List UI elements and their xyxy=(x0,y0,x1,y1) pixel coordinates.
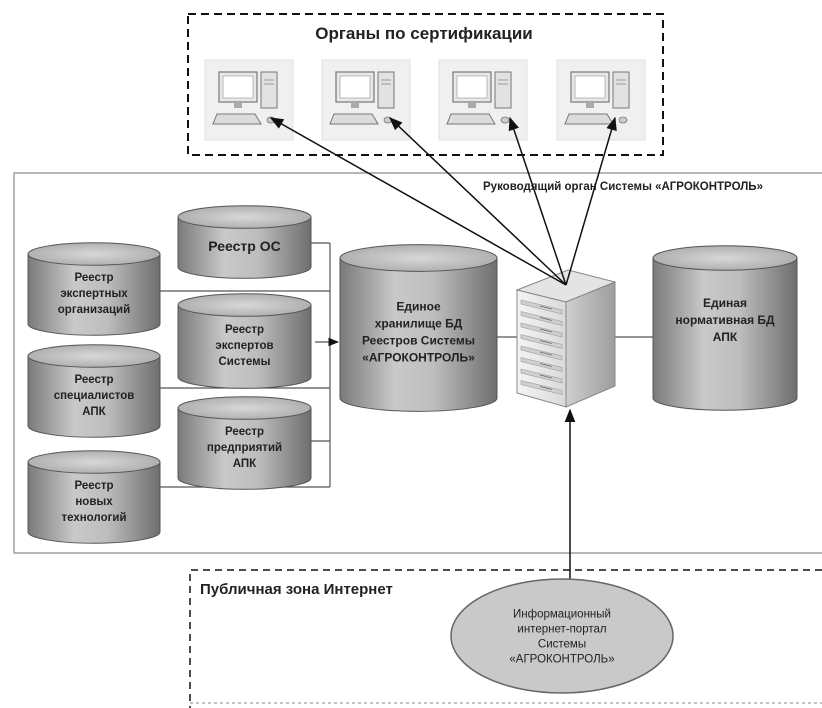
server-icon xyxy=(515,269,617,408)
public-zone-title: Публичная зона Интернет xyxy=(200,581,393,598)
registry-new-tech-line: Реестр xyxy=(74,480,113,492)
certification-zone: Органы по сертификации xyxy=(187,13,664,156)
registry-expert-orgs-line: Реестр xyxy=(74,272,113,284)
central-db-line: хранилище БД xyxy=(375,317,463,331)
normative-db: Единая нормативная БД АПК xyxy=(652,245,798,411)
registry-specialists-line: специалистов xyxy=(54,390,135,402)
registry-enterprises-line: Реестр xyxy=(225,426,264,438)
registry-enterprises-line: АПК xyxy=(233,458,257,470)
registry-enterprises-line: предприятий xyxy=(207,442,282,454)
registry-os-line: Реестр ОС xyxy=(208,238,280,254)
registry-new-tech-line: технологий xyxy=(61,512,126,524)
normative-db-line: нормативная БД xyxy=(675,313,775,327)
certification-title: Органы по сертификации xyxy=(315,24,533,43)
central-db: Единое хранилище БД Реестров Системы «АГРОК… xyxy=(339,244,498,412)
registry-experts-line: Системы xyxy=(219,356,271,368)
computer-icon xyxy=(204,59,294,141)
management-title: Руководящий орган Системы «АГРОКОНТРОЛЬ» xyxy=(483,181,763,193)
registry-expert-orgs: Реестр экспертных организаций xyxy=(27,242,161,336)
portal-label-line: Системы xyxy=(538,639,586,651)
registry-new-tech: Реестр новых технологий xyxy=(27,450,161,544)
registry-expert-orgs-line: организаций xyxy=(58,304,130,316)
registry-specialists-line: АПК xyxy=(82,406,106,418)
computer-icon xyxy=(321,59,411,141)
portal-label-line: «АГРОКОНТРОЛЬ» xyxy=(509,654,614,666)
portal-label-line: интернет-портал xyxy=(517,624,606,636)
central-db-line: Реестров Системы xyxy=(362,334,475,348)
registry-new-tech-line: новых xyxy=(75,496,113,508)
registry-experts-line: экспертов xyxy=(215,340,273,352)
computers-group xyxy=(204,59,646,141)
registry-experts-line: Реестр xyxy=(225,324,264,336)
registry-os: Реестр ОС xyxy=(177,205,312,279)
central-db-line: «АГРОКОНТРОЛЬ» xyxy=(362,351,475,365)
public-zone: Публичная зона Интернет xyxy=(189,569,822,708)
central-db-line: Единое xyxy=(396,300,441,314)
normative-db-line: АПК xyxy=(713,330,738,344)
server-to-computers-arrows xyxy=(269,116,617,286)
normative-db-line: Единая xyxy=(703,296,747,310)
registry-specialists-line: Реестр xyxy=(74,374,113,386)
databases-group: РеестрэкспертныхорганизацийРеестрспециал… xyxy=(27,205,798,544)
portal-label-line: Информационный xyxy=(513,609,611,621)
computer-icon xyxy=(556,59,646,141)
management-zone: Руководящий орган Системы «АГРОКОНТРОЛЬ» xyxy=(13,172,822,554)
registry-expert-orgs-line: экспертных xyxy=(60,288,128,300)
